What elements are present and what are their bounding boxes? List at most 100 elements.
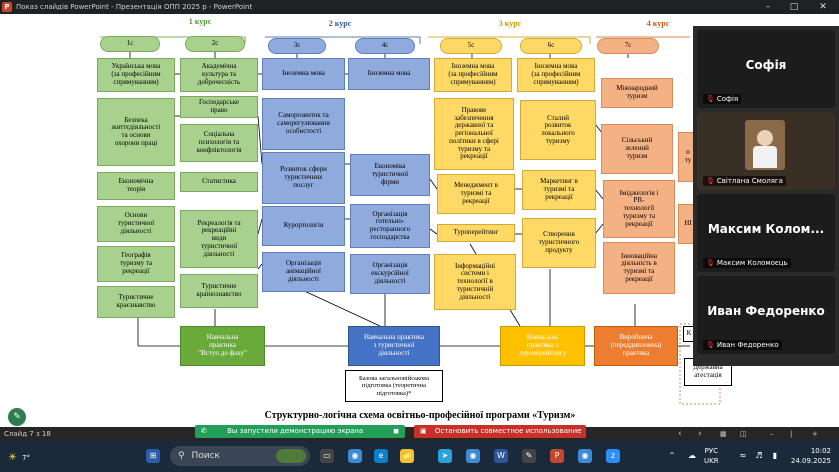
semester-pill: 4с	[355, 38, 415, 54]
view-icon[interactable]: ▦	[720, 430, 727, 438]
participant-display-name: Софія	[745, 58, 787, 72]
discipline-box: Сталий розвиток локального туризму	[520, 100, 596, 160]
practice-box: Навчальна практика "Вступ до фаху"	[180, 326, 265, 366]
system-clock[interactable]: 10:02 24.09.2025	[790, 447, 831, 465]
discipline-box: Організація екскурсійної діяльності	[350, 254, 430, 294]
discipline-box: Розвиток сфери туристичних послуг	[262, 152, 345, 204]
search-highlight-image	[276, 449, 306, 463]
avatar	[757, 130, 773, 146]
chevron-left-icon[interactable]: ‹	[678, 429, 682, 439]
discipline-box: Українська мова (за професійним спрямува…	[97, 58, 175, 92]
discipline-box: Менеджмент в туризмі та рекреації	[437, 174, 515, 214]
mic-muted-icon: 🎙	[706, 177, 715, 185]
discipline-box: Туристичне краєзнавство	[97, 286, 175, 318]
discipline-box: Саморозвиток та саморегулювання особисто…	[262, 98, 345, 150]
chrome-icon[interactable]: ◉	[348, 449, 362, 463]
participants-panel: Софія 🎙Софія 🎙Світлана Смоляга Максим Ко…	[693, 26, 839, 366]
powerpoint-icon[interactable]: P	[550, 449, 564, 463]
mic-muted-icon: 🎙	[706, 259, 715, 267]
participant-name-label: 🎙Максим Коломоєць	[703, 258, 791, 268]
discipline-box: Сільський зелений туризм	[601, 124, 673, 174]
course-4-header: 4 курс	[646, 19, 670, 28]
slide-caption: Структурно-логічна схема освітньо-профес…	[264, 410, 576, 421]
semester-pill: 5с	[440, 38, 502, 54]
discipline-box: Економічна теорія	[97, 172, 175, 200]
slide-counter: Слайд 7 з 18	[4, 430, 51, 438]
volume-icon[interactable]: ♬	[755, 451, 763, 460]
discipline-box: Статистика	[180, 172, 258, 192]
discipline-box: Іноземна мова (за професійним спрямуванн…	[434, 58, 512, 92]
window-title: Показ слайдів PowerPoint - Презентація О…	[16, 3, 253, 11]
chrome-icon[interactable]: ◉	[578, 449, 592, 463]
chevron-up-icon[interactable]: ⌃	[668, 451, 676, 460]
file-explorer-icon[interactable]: 📁	[400, 449, 414, 463]
notes-icon[interactable]: ✎	[522, 449, 536, 463]
zoom-icon[interactable]: z	[606, 449, 620, 463]
discipline-box: Туроперейтинг	[437, 224, 515, 242]
participant-name-label: 🎙Софія	[703, 94, 742, 104]
participant-display-name: Максим Колом...	[707, 222, 825, 236]
participant-tile[interactable]: Иван Федоренко 🎙Иван Федоренко	[697, 276, 835, 354]
weather-widget[interactable]: ☀ 7°	[8, 452, 31, 463]
discipline-box: Туристичне країнознавство	[180, 274, 258, 308]
restore-icon[interactable]: □	[789, 2, 799, 12]
discipline-box: Іноземна мова (за професійним спрямуванн…	[517, 58, 595, 92]
minimize-icon[interactable]: –	[765, 2, 771, 12]
minus-icon[interactable]: –	[770, 430, 774, 438]
discipline-box: Організація готельно- ресторанного госпо…	[350, 204, 430, 248]
windows-taskbar: ☀ 7° ⊞ ⚲ Поиск ▭ ◉ e 📁 ➤ ◉ W ✎ P ◉ z ⌃ ☁…	[0, 441, 839, 472]
discipline-box: Економіка туристичної фірми	[350, 154, 430, 196]
discipline-box: Організація анімаційної діяльності	[262, 252, 345, 292]
discipline-box: Безпека життєдіяльності та основи охорон…	[97, 98, 175, 166]
semester-pill: 3с	[268, 38, 326, 54]
language-indicator[interactable]: РУС UKR	[704, 447, 719, 465]
word-icon[interactable]: W	[494, 449, 508, 463]
grid-icon[interactable]: ◫	[740, 430, 747, 438]
close-icon[interactable]: ✕	[819, 2, 827, 12]
discipline-box: Іноземна мова	[262, 58, 345, 90]
network-icon[interactable]: ☁	[688, 451, 696, 460]
chrome-icon[interactable]: ◉	[466, 449, 480, 463]
practice-box: Навчальна практика з туристичної діяльно…	[348, 326, 440, 366]
discipline-box: Курортологія	[262, 206, 345, 246]
military-training-note: Базова загальновійськова підготовка (тео…	[345, 370, 443, 402]
discipline-box: Іноземна мова	[348, 58, 430, 90]
shield-icon: ◼	[393, 427, 399, 435]
discipline-box: Географія туризму та рекреації	[97, 246, 175, 282]
semester-pill: 7с	[597, 38, 659, 54]
course-3-header: 3 курс	[498, 19, 522, 28]
semester-pill: 6с	[520, 38, 582, 54]
participant-display-name: Иван Федоренко	[707, 304, 825, 318]
participant-tile[interactable]: Софія 🎙Софія	[697, 30, 835, 108]
participant-video	[745, 120, 785, 170]
edit-pen-icon[interactable]: ✎	[8, 408, 26, 426]
discipline-box: Маркетинг в туризмі та рекреації	[522, 170, 596, 210]
zoom-slider[interactable]: |	[790, 430, 793, 438]
plus-icon[interactable]: +	[812, 430, 818, 438]
discipline-box: Правове забезпечення державної та регіон…	[434, 98, 514, 170]
discipline-box: Господарське право	[180, 96, 258, 118]
discipline-box: Академічна культура та доброчесність	[180, 58, 258, 92]
windows-start-icon[interactable]: ⊞	[146, 449, 160, 463]
search-input[interactable]: ⚲ Поиск	[170, 446, 310, 466]
participant-tile[interactable]: 🎙Світлана Смоляга	[697, 112, 835, 190]
powerpoint-icon: P	[2, 2, 12, 12]
search-icon: ⚲	[178, 451, 185, 461]
course-2-header: 2 курс	[328, 19, 352, 28]
semester-pill: 1с	[100, 36, 160, 52]
weather-icon: ☀	[8, 452, 17, 463]
wifi-icon[interactable]: ≈	[739, 451, 747, 460]
edge-icon[interactable]: e	[374, 449, 388, 463]
chevron-right-icon[interactable]: ›	[698, 429, 702, 439]
discipline-box: Іміджелогія і PR- технології туризму та …	[603, 180, 675, 238]
battery-icon[interactable]: ▮	[772, 451, 778, 460]
window-title-bar: P Показ слайдів PowerPoint - Презентація…	[0, 0, 839, 14]
avatar	[753, 146, 777, 168]
discipline-box: Створення туристичного продукту	[522, 218, 596, 268]
semester-pill: 2с	[185, 36, 245, 52]
discipline-box: Інформаційні системи і технології в тури…	[434, 254, 516, 310]
stop-share-button[interactable]: ▣ Остановить совместное использование	[414, 425, 586, 438]
participant-tile[interactable]: Максим Колом... 🎙Максим Коломоєць	[697, 194, 835, 272]
telegram-icon[interactable]: ➤	[438, 449, 452, 463]
task-view-icon[interactable]: ▭	[320, 449, 334, 463]
